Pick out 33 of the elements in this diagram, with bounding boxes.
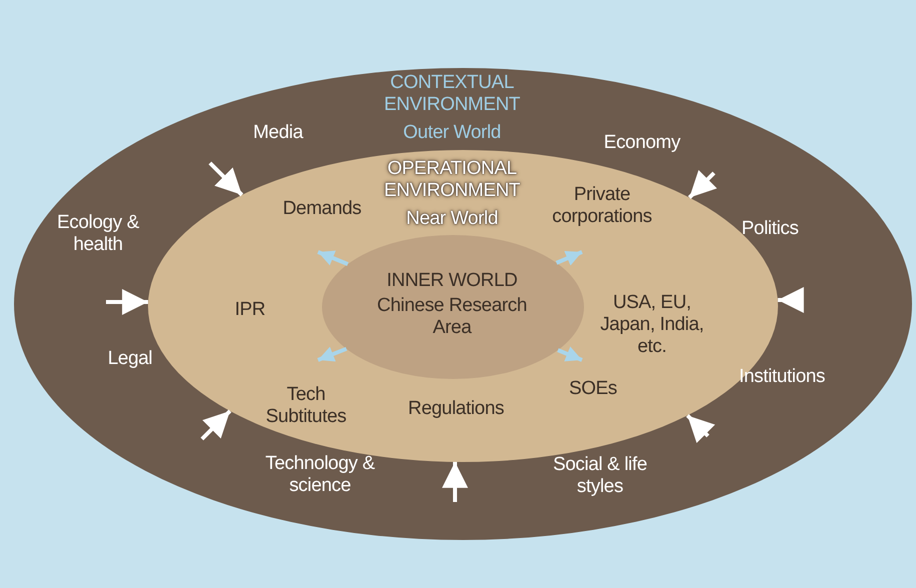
- factor-label: Institutions: [738, 366, 826, 388]
- factor-label: Media: [252, 122, 304, 144]
- arrow: [317, 250, 349, 266]
- actor-label: Tech Subtitutes: [264, 384, 348, 428]
- arrow: [686, 414, 716, 444]
- actor-label: IPR: [234, 299, 266, 321]
- factor-label: Economy: [602, 132, 682, 154]
- arrow: [317, 346, 348, 362]
- arrow: [442, 462, 468, 502]
- ring-subheading: Chinese Research Area: [376, 295, 528, 339]
- outer-ring-ellipse: [14, 68, 912, 540]
- ring-heading: OPERATIONAL ENVIRONMENT: [383, 158, 521, 202]
- actor-label: Demands: [282, 198, 362, 220]
- factor-label: Politics: [740, 218, 800, 240]
- inner-ellipse: [322, 235, 584, 379]
- arrow: [556, 250, 583, 266]
- arrow: [208, 162, 244, 196]
- arrow: [778, 287, 804, 313]
- factor-label: Ecology & health: [56, 212, 140, 256]
- factor-label: Legal: [106, 348, 154, 370]
- actor-label: Private corporations: [551, 184, 653, 228]
- actor-label: Regulations: [407, 398, 505, 420]
- arrow: [557, 346, 583, 362]
- arrow: [200, 410, 232, 440]
- factor-label: Social & life styles: [552, 454, 648, 498]
- ring-subheading: Outer World: [402, 122, 502, 144]
- actor-label: USA, EU, Japan, India, etc.: [599, 292, 705, 358]
- actor-label: SOEs: [568, 378, 618, 400]
- arrow: [688, 170, 717, 200]
- factor-label: Technology & science: [264, 453, 376, 497]
- ring-heading: CONTEXTUAL ENVIRONMENT: [383, 72, 521, 116]
- arrow: [106, 289, 148, 315]
- ring-heading: INNER WORLD: [386, 270, 518, 292]
